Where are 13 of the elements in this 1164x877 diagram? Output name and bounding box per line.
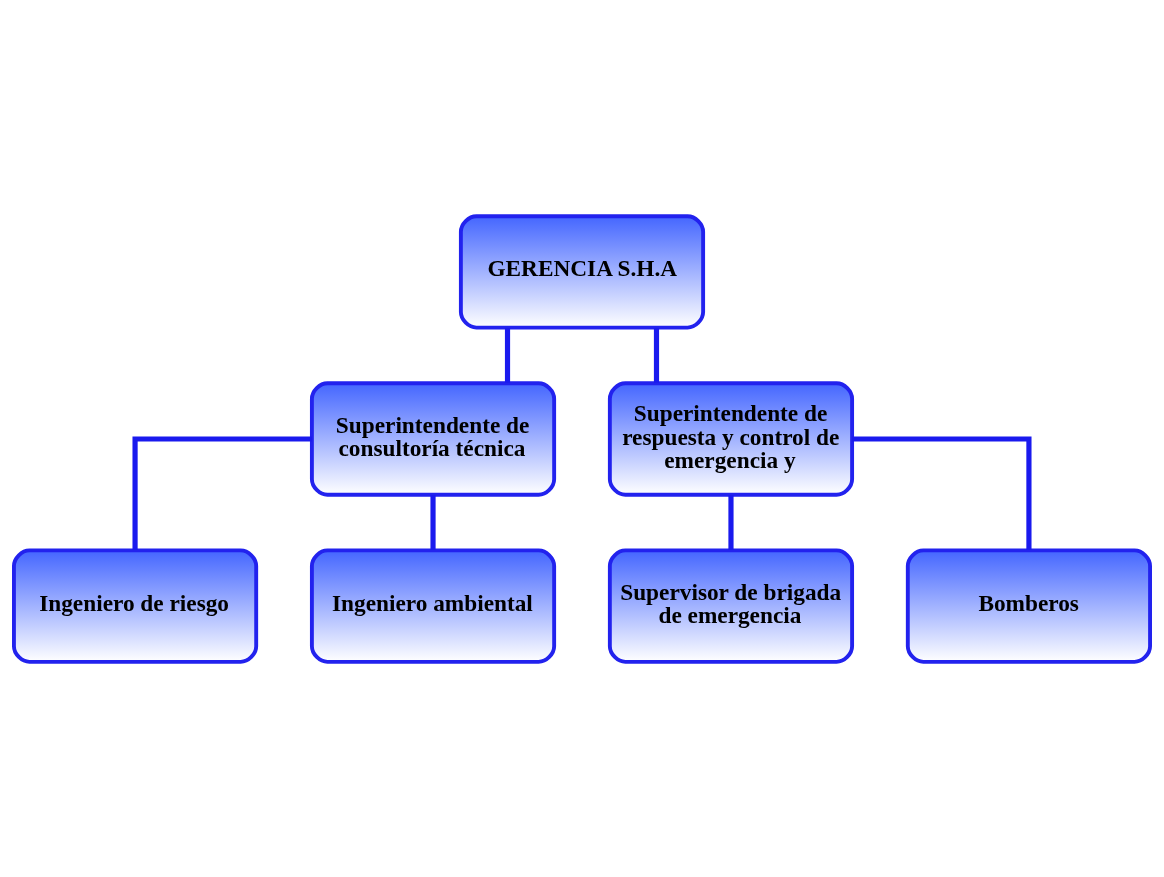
connector xyxy=(504,327,511,383)
connector xyxy=(728,494,734,550)
connector xyxy=(653,327,660,383)
node-box: Ingeniero ambiental xyxy=(309,547,557,664)
node-box: Superintendente de respuesta y control de emergencia y xyxy=(607,380,855,497)
node-box: Ingeniero de riesgo xyxy=(12,547,259,664)
node-box: GERENCIA S.H.A xyxy=(458,213,706,330)
connector xyxy=(852,435,1032,550)
connector xyxy=(132,435,312,550)
node-box: Bomberos xyxy=(905,547,1152,664)
node-box: Supervisor de brigada de emergencia xyxy=(607,547,855,664)
connector xyxy=(430,494,436,550)
node-box: Superintendente de consultoría técnica xyxy=(309,380,557,497)
